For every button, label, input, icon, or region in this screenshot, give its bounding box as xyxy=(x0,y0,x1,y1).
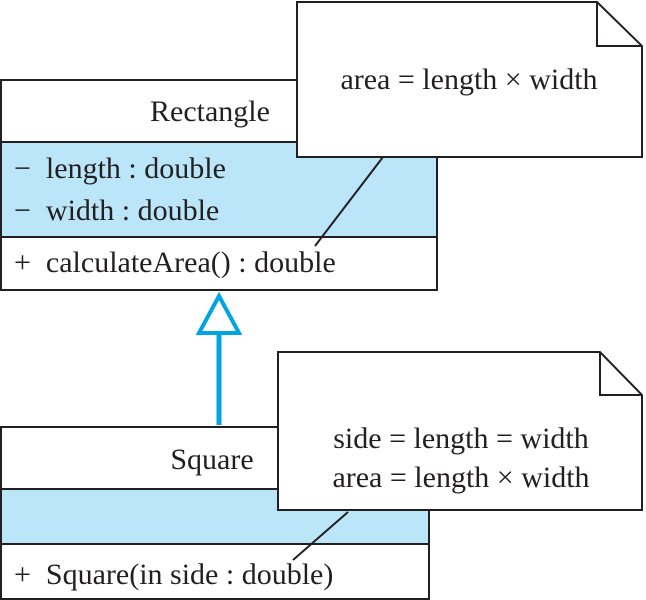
rectangle-note-folded-corner xyxy=(596,2,642,47)
square-operations-compartment xyxy=(0,543,430,600)
square-class-name: Square xyxy=(170,443,253,476)
rectangle-note-body xyxy=(296,1,643,158)
rectangle-operation-calculate-area: + calculateArea() : double xyxy=(14,246,336,279)
rectangle-note: area = length × width xyxy=(296,1,643,158)
square-operation-constructor: + Square(in side : double) xyxy=(14,558,333,591)
generalization-arrow xyxy=(195,291,243,425)
square-note-body xyxy=(277,351,643,511)
square-note-area-formula: area = length × width xyxy=(332,461,589,494)
rectangle-note-formula: area = length × width xyxy=(340,63,597,96)
hollow-triangle-arrow-icon xyxy=(195,291,243,335)
square-note-side-formula: side = length = width xyxy=(333,422,588,455)
square-note: side = length = width area = length × wi… xyxy=(277,351,643,511)
square-note-anchor-line xyxy=(292,511,349,561)
rectangle-attribute-width: − width : double xyxy=(14,194,219,227)
rectangle-operations-compartment xyxy=(0,236,438,291)
rectangle-class: Rectangle − length : double − width : do… xyxy=(0,79,438,291)
square-note-folded-corner xyxy=(599,352,642,396)
rectangle-attribute-length: − length : double xyxy=(14,152,226,185)
rectangle-class-name: Rectangle xyxy=(150,95,270,128)
rectangle-note-anchor-line xyxy=(314,156,384,247)
